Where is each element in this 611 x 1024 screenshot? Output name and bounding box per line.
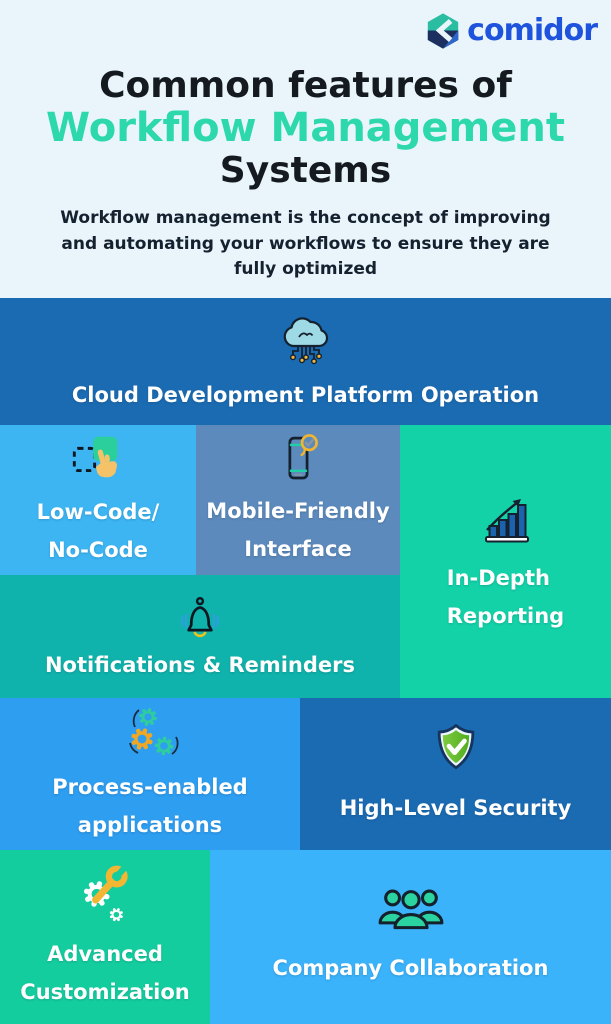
- tile-notifications-reminders: Notifications & Reminders: [0, 575, 400, 698]
- tile-mobile-friendly-interface: Mobile-Friendly Interface: [196, 425, 400, 575]
- logo-wordmark: comidor: [467, 13, 598, 48]
- tile-label: Advanced Customization: [20, 942, 190, 1004]
- title-line-1: Common features of: [99, 65, 512, 106]
- bell-icon: [171, 589, 229, 645]
- comidor-logo-icon: [424, 12, 462, 50]
- tile-label: Company Collaboration: [272, 956, 549, 981]
- tile-label: High-Level Security: [339, 796, 572, 821]
- click-select-icon: [67, 430, 129, 488]
- tile-label: Low-Code/ No-Code: [36, 500, 160, 562]
- tile-cloud-development-platform: Cloud Development Platform Operation: [0, 298, 611, 425]
- growth-chart-icon: [474, 488, 538, 546]
- tile-label: Cloud Development Platform Operation: [71, 382, 540, 407]
- people-icon: [373, 886, 449, 936]
- title-line-3: Systems: [219, 150, 392, 192]
- shield-check-icon: [426, 720, 486, 776]
- title-line-2: Workflow Management: [46, 105, 565, 152]
- tile-label: In-Depth Reporting: [446, 565, 565, 628]
- wrench-gear-icon: [71, 862, 139, 926]
- tile-label: Mobile-Friendly Interface: [206, 499, 390, 561]
- tile-high-level-security: High-Level Security: [300, 698, 611, 850]
- tile-label: Process-enabled applications: [52, 775, 248, 837]
- page-title: Common features of Workflow Management S…: [0, 65, 611, 192]
- tile-low-code-no-code: Low-Code/ No-Code: [0, 425, 196, 575]
- gears-icon: [118, 703, 182, 763]
- tile-label: Notifications & Reminders: [44, 652, 356, 677]
- tile-company-collaboration: Company Collaboration: [210, 850, 611, 1024]
- tile-in-depth-reporting: In-Depth Reporting: [400, 425, 611, 698]
- tile-advanced-customization: Advanced Customization: [0, 850, 210, 1024]
- subtitle: Workflow management is the concept of im…: [60, 208, 551, 279]
- mobile-check-icon: [269, 431, 327, 487]
- tile-process-enabled-applications: Process-enabled applications: [0, 698, 300, 850]
- comidor-logo: comidor: [424, 12, 598, 50]
- cloud-circuit-icon: [271, 309, 341, 373]
